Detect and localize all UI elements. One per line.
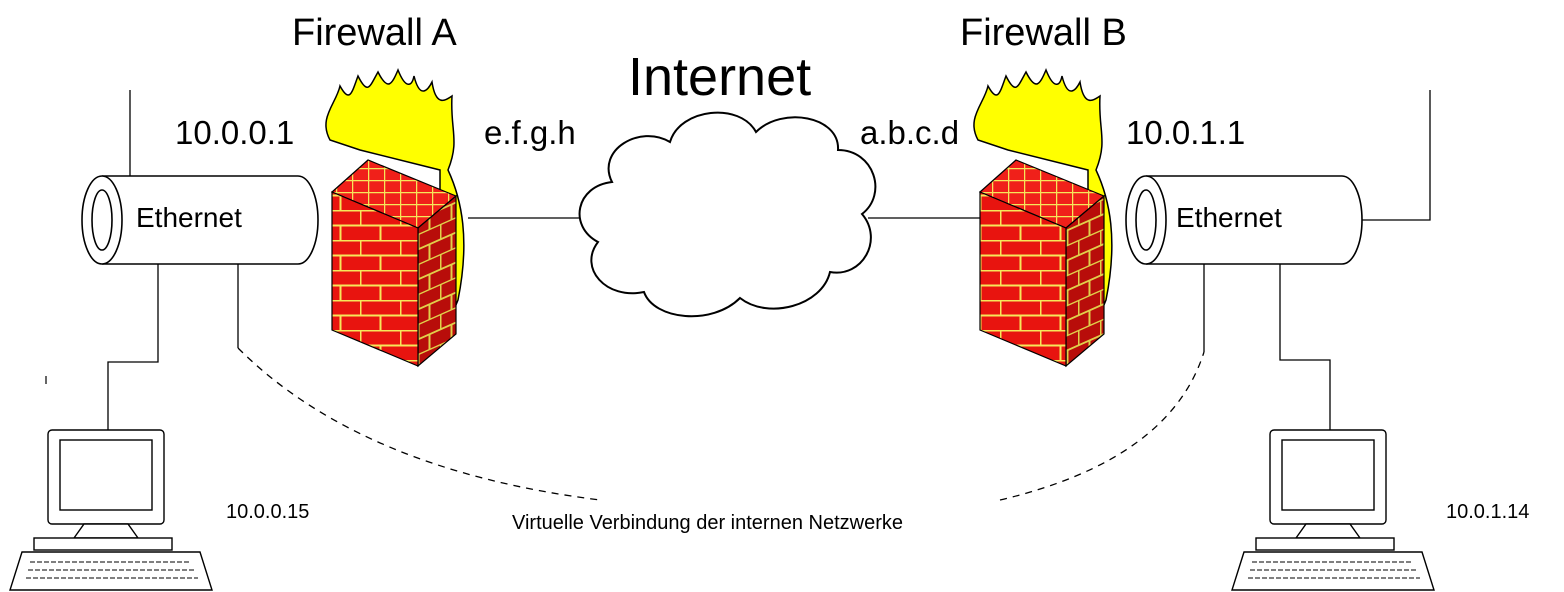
host-b-ip: 10.0.1.14 (1446, 501, 1530, 523)
ethernet-segment-left (81, 175, 319, 265)
firewall-a-title: Firewall A (292, 12, 457, 54)
firewall-b-title: Firewall B (960, 12, 1127, 54)
internet-title: Internet (628, 47, 812, 107)
firewall-b-icon (973, 68, 1113, 368)
firewall-a-external-ip: e.f.g.h (484, 114, 576, 151)
ethernet-label-left: Ethernet (136, 202, 242, 233)
computer-icon-right (1231, 429, 1435, 591)
ethernet-segment-right (1125, 175, 1363, 265)
firewall-a-icon (325, 68, 465, 368)
computer-icon-left (9, 429, 213, 591)
ethernet-label-right: Ethernet (1176, 202, 1282, 233)
firewall-b-front (979, 191, 1067, 367)
host-line-right (1279, 222, 1331, 430)
firewall-b-internal-ip: 10.0.1.1 (1126, 114, 1246, 151)
host-line-left (107, 222, 159, 430)
host-a-ip: 10.0.0.15 (226, 501, 310, 523)
virtual-connection-label: Virtuelle Verbindung der internen Netzwe… (512, 512, 903, 534)
flame-b (973, 68, 1113, 321)
firewall-b-external-ip: a.b.c.d (860, 114, 960, 151)
flame-a (325, 68, 465, 321)
firewall-a-front (331, 191, 419, 367)
internet-cloud-icon (578, 111, 877, 318)
firewall-a-internal-ip: 10.0.0.1 (175, 114, 295, 151)
virtual-tunnel-arc (237, 347, 1205, 501)
